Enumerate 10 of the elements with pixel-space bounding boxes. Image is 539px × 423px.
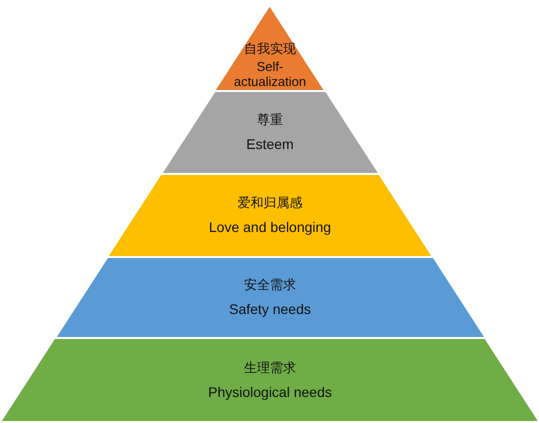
level-label: Esteem (246, 136, 294, 153)
level-title: 尊重 (256, 112, 283, 128)
level-label: Safety needs (229, 301, 311, 318)
level-title: 自我实现 (244, 41, 296, 56)
level-title: 安全需求 (244, 277, 296, 293)
level-label: Physiological needs (208, 384, 332, 400)
level-title: 生理需求 (244, 360, 296, 376)
level-label: Self-actualization (232, 59, 308, 89)
level-title: 爱和归属感 (237, 195, 302, 211)
level-label: Love and belonging (208, 219, 332, 236)
